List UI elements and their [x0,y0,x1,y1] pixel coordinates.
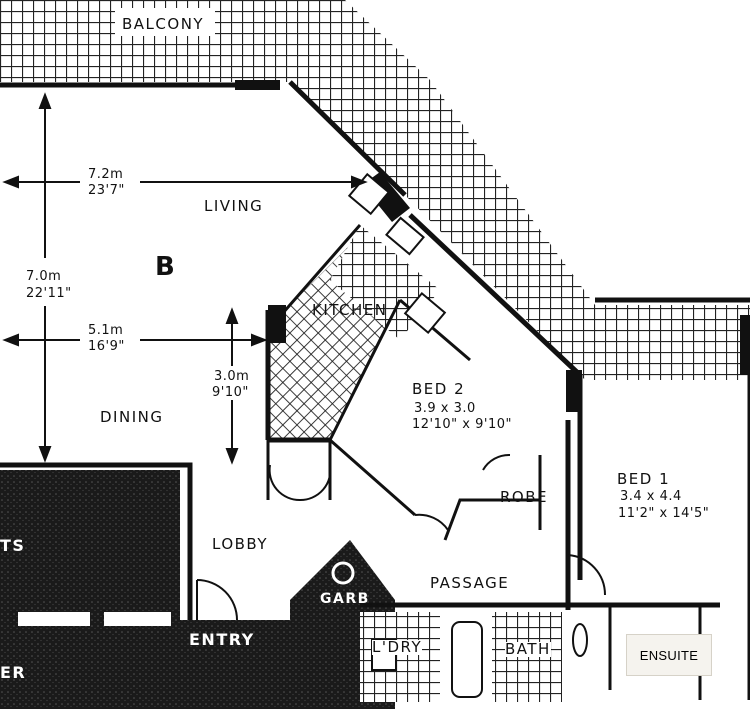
partial-label-bottom: ER [0,663,27,682]
partial-label-top: TS [0,536,26,555]
ensuite-label: ENSUITE [626,634,712,676]
entry-label: ENTRY [189,630,255,649]
dining-width-imperial: 16'9" [88,339,125,354]
bath-label: BATH [505,640,551,658]
dining-depth-metric: 3.0m [214,369,250,384]
bed2-metric: 3.9 x 3.0 [414,401,476,416]
plan-type-letter: B [155,252,175,282]
living-label: LIVING [204,197,264,215]
living-width-imperial: 23'7" [88,183,125,198]
bed2-label: BED 2 [412,380,466,398]
robe-label: ROBE [500,488,548,506]
laundry-label: L'DRY [372,638,423,656]
dining-width-metric: 5.1m [88,323,124,338]
living-width-metric: 7.2m [88,167,124,182]
lobby-label: LOBBY [212,535,269,553]
bed2-imperial: 12'10" x 9'10" [412,417,512,432]
kitchen-label: KITCHEN [312,301,388,319]
living-depth-imperial: 22'11" [26,286,72,301]
bed1-imperial: 11'2" x 14'5" [618,506,710,521]
dining-label: DINING [100,408,164,426]
living-depth-metric: 7.0m [26,269,62,284]
dining-depth-imperial: 9'10" [212,385,249,400]
bed1-label: BED 1 [617,470,671,488]
garb-label: GARB [320,591,370,607]
bed1-metric: 3.4 x 4.4 [620,489,682,504]
passage-label: PASSAGE [430,574,510,592]
adjacent-unit [0,470,190,709]
balcony-label: BALCONY [122,15,205,33]
balcony-area [0,0,750,380]
